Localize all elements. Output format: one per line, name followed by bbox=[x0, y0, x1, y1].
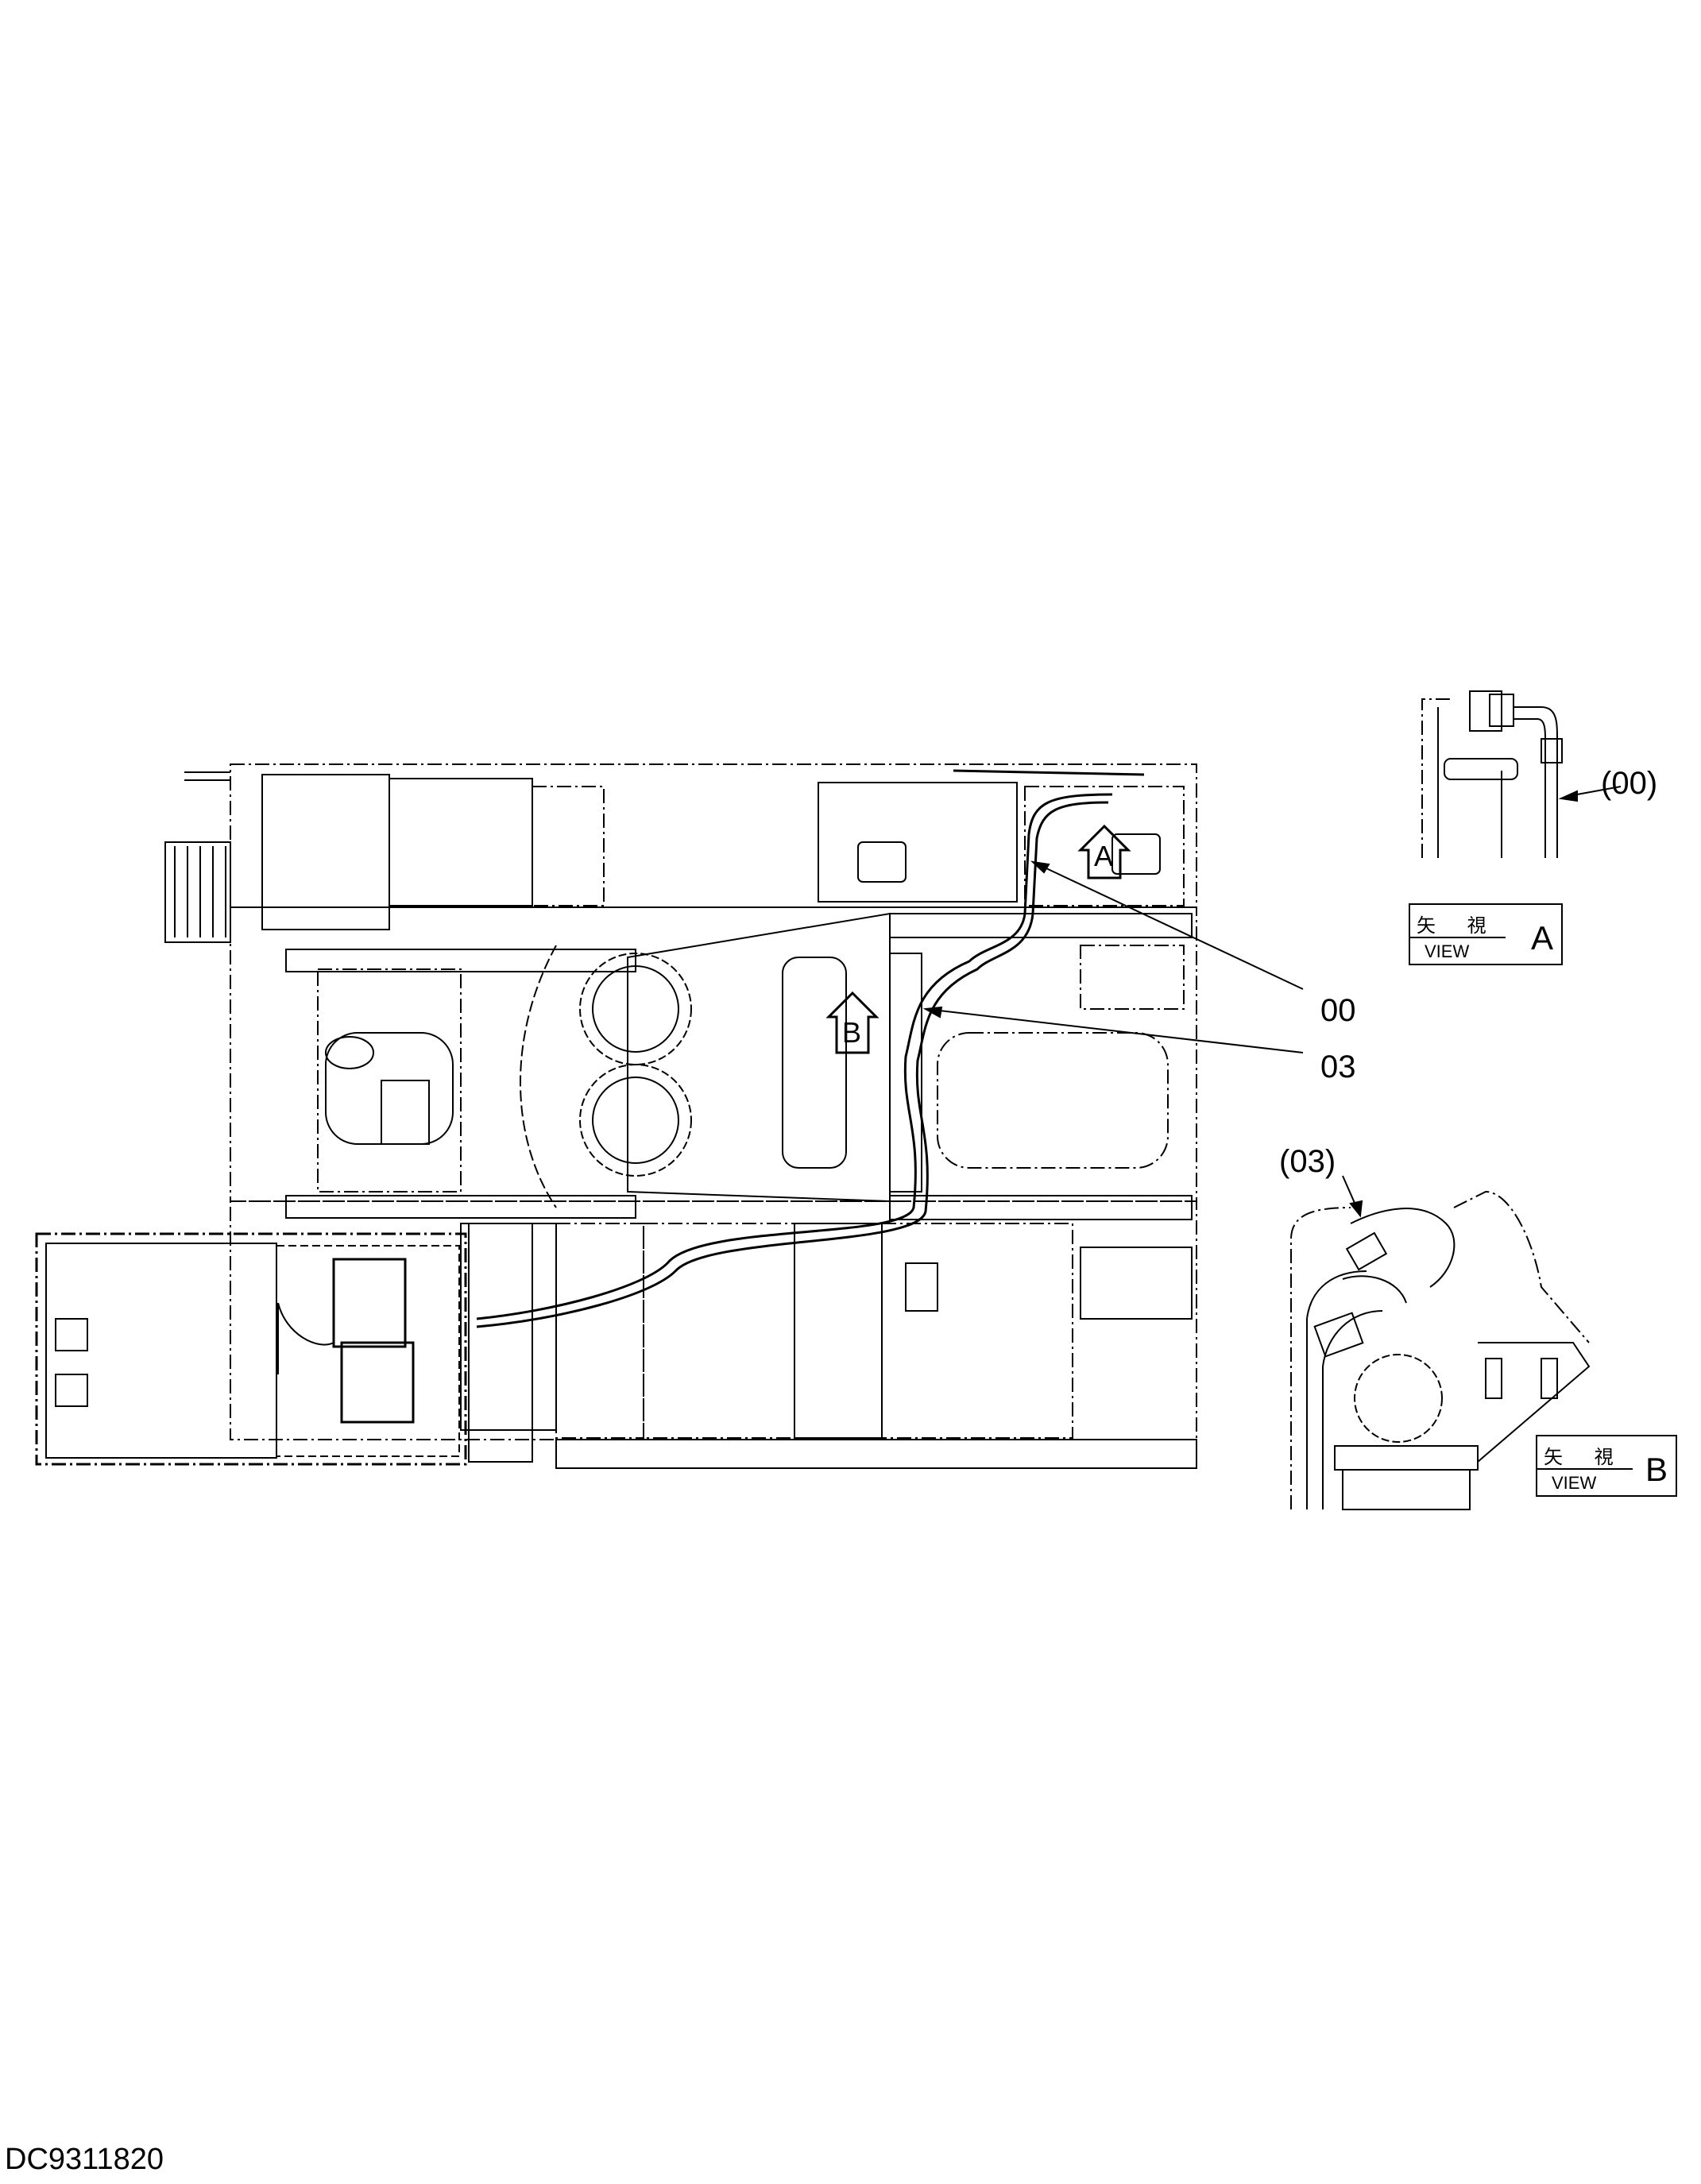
view-a-letter: A bbox=[1530, 919, 1553, 957]
view-b-en: VIEW bbox=[1552, 1473, 1597, 1493]
hose-00 bbox=[476, 769, 1145, 1328]
detail-view-b bbox=[1290, 1175, 1591, 1510]
view-a-jp: 矢 視 bbox=[1417, 914, 1499, 937]
view-b-jp: 矢 視 bbox=[1544, 1446, 1626, 1468]
callout-ref-00: (00) bbox=[1601, 766, 1658, 801]
callout-ref-03: (03) bbox=[1279, 1144, 1336, 1179]
main-frame bbox=[164, 763, 1197, 1469]
view-a-en: VIEW bbox=[1425, 941, 1470, 961]
arrow-b-letter: B bbox=[842, 1016, 862, 1049]
view-b-letter: B bbox=[1645, 1451, 1668, 1488]
detail-view-a bbox=[1421, 690, 1622, 858]
callout-label-00: 00 bbox=[1320, 993, 1356, 1028]
view-b-divider bbox=[1537, 1468, 1633, 1470]
leader-lines bbox=[922, 860, 1304, 1053]
view-b-box: 矢 視 VIEW B bbox=[1536, 1435, 1677, 1497]
arrow-a-letter: A bbox=[1094, 840, 1114, 872]
view-a-box: 矢 視 VIEW A bbox=[1409, 903, 1563, 965]
callout-label-03: 03 bbox=[1320, 1049, 1356, 1084]
view-arrow-a bbox=[1077, 824, 1131, 879]
view-a-divider bbox=[1410, 937, 1506, 938]
drawing-code: DC9311820 bbox=[5, 2143, 164, 2176]
lower-left-panel bbox=[35, 1223, 533, 1466]
view-arrow-b bbox=[825, 991, 879, 1054]
